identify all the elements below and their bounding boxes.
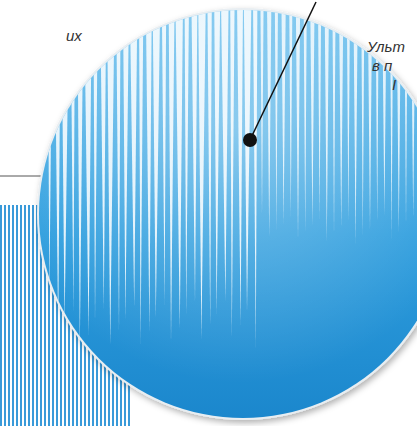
leader-dot <box>243 133 257 147</box>
lens-ground <box>30 0 417 426</box>
leader-line <box>250 2 316 140</box>
callout-text: в п <box>372 57 392 75</box>
callout-text: Ульт <box>367 38 405 56</box>
callout-text: их <box>66 27 82 45</box>
lens-shine <box>30 0 417 426</box>
callout-text: I <box>392 76 396 94</box>
